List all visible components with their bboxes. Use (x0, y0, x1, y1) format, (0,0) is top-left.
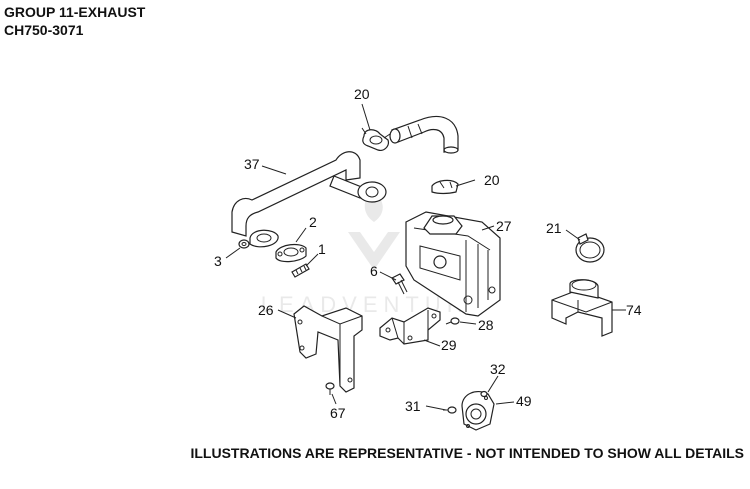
part-27-muffler (405, 211, 501, 317)
callout-32: 32 (490, 361, 506, 377)
callout-67: 67 (330, 405, 346, 421)
callout-37: 37 (244, 156, 260, 172)
part-20-clamp-top (361, 127, 391, 151)
header: GROUP 11-EXHAUST CH750-3071 (4, 3, 145, 39)
group-title: GROUP 11-EXHAUST (4, 4, 146, 20)
callout-27: 27 (496, 218, 512, 234)
part-28-screw (445, 317, 460, 325)
callout-28: 28 (478, 317, 494, 333)
part-74-spark-arrestor-shield (551, 279, 613, 337)
leader-lines (225, 103, 626, 411)
callout-3: 3 (214, 253, 222, 269)
callout-74: 74 (626, 302, 642, 318)
callout-31: 31 (405, 398, 421, 414)
part-37-exhaust-pipe (231, 151, 387, 248)
callout-21: 21 (546, 220, 562, 236)
part-29-bracket (379, 307, 441, 345)
tailpipe-elbow (389, 115, 459, 154)
part-26-heat-shield (293, 305, 363, 393)
part-32-screw (480, 390, 488, 398)
callout-29: 29 (441, 337, 457, 353)
callout-20-lower: 20 (484, 172, 500, 188)
disclaimer-note: ILLUSTRATIONS ARE REPRESENTATIVE - NOT I… (190, 445, 744, 461)
part-6-bolt (391, 273, 408, 295)
part-20-clamp-lower (431, 179, 459, 195)
callout-2: 2 (309, 214, 317, 230)
callout-6: 6 (370, 263, 378, 279)
model-number: CH750-3071 (4, 22, 84, 38)
callout-49: 49 (516, 393, 532, 409)
callout-20-top: 20 (354, 86, 370, 102)
part-3-nut (238, 239, 250, 249)
part-49-outlet-elbow (461, 391, 495, 431)
callout-26: 26 (258, 302, 274, 318)
part-21-clamp (575, 233, 605, 263)
part-67-screw (325, 382, 335, 395)
part-1-stud (291, 263, 310, 278)
part-31-screw (443, 406, 457, 414)
callout-1: 1 (318, 241, 326, 257)
part-2-gasket (275, 243, 307, 263)
